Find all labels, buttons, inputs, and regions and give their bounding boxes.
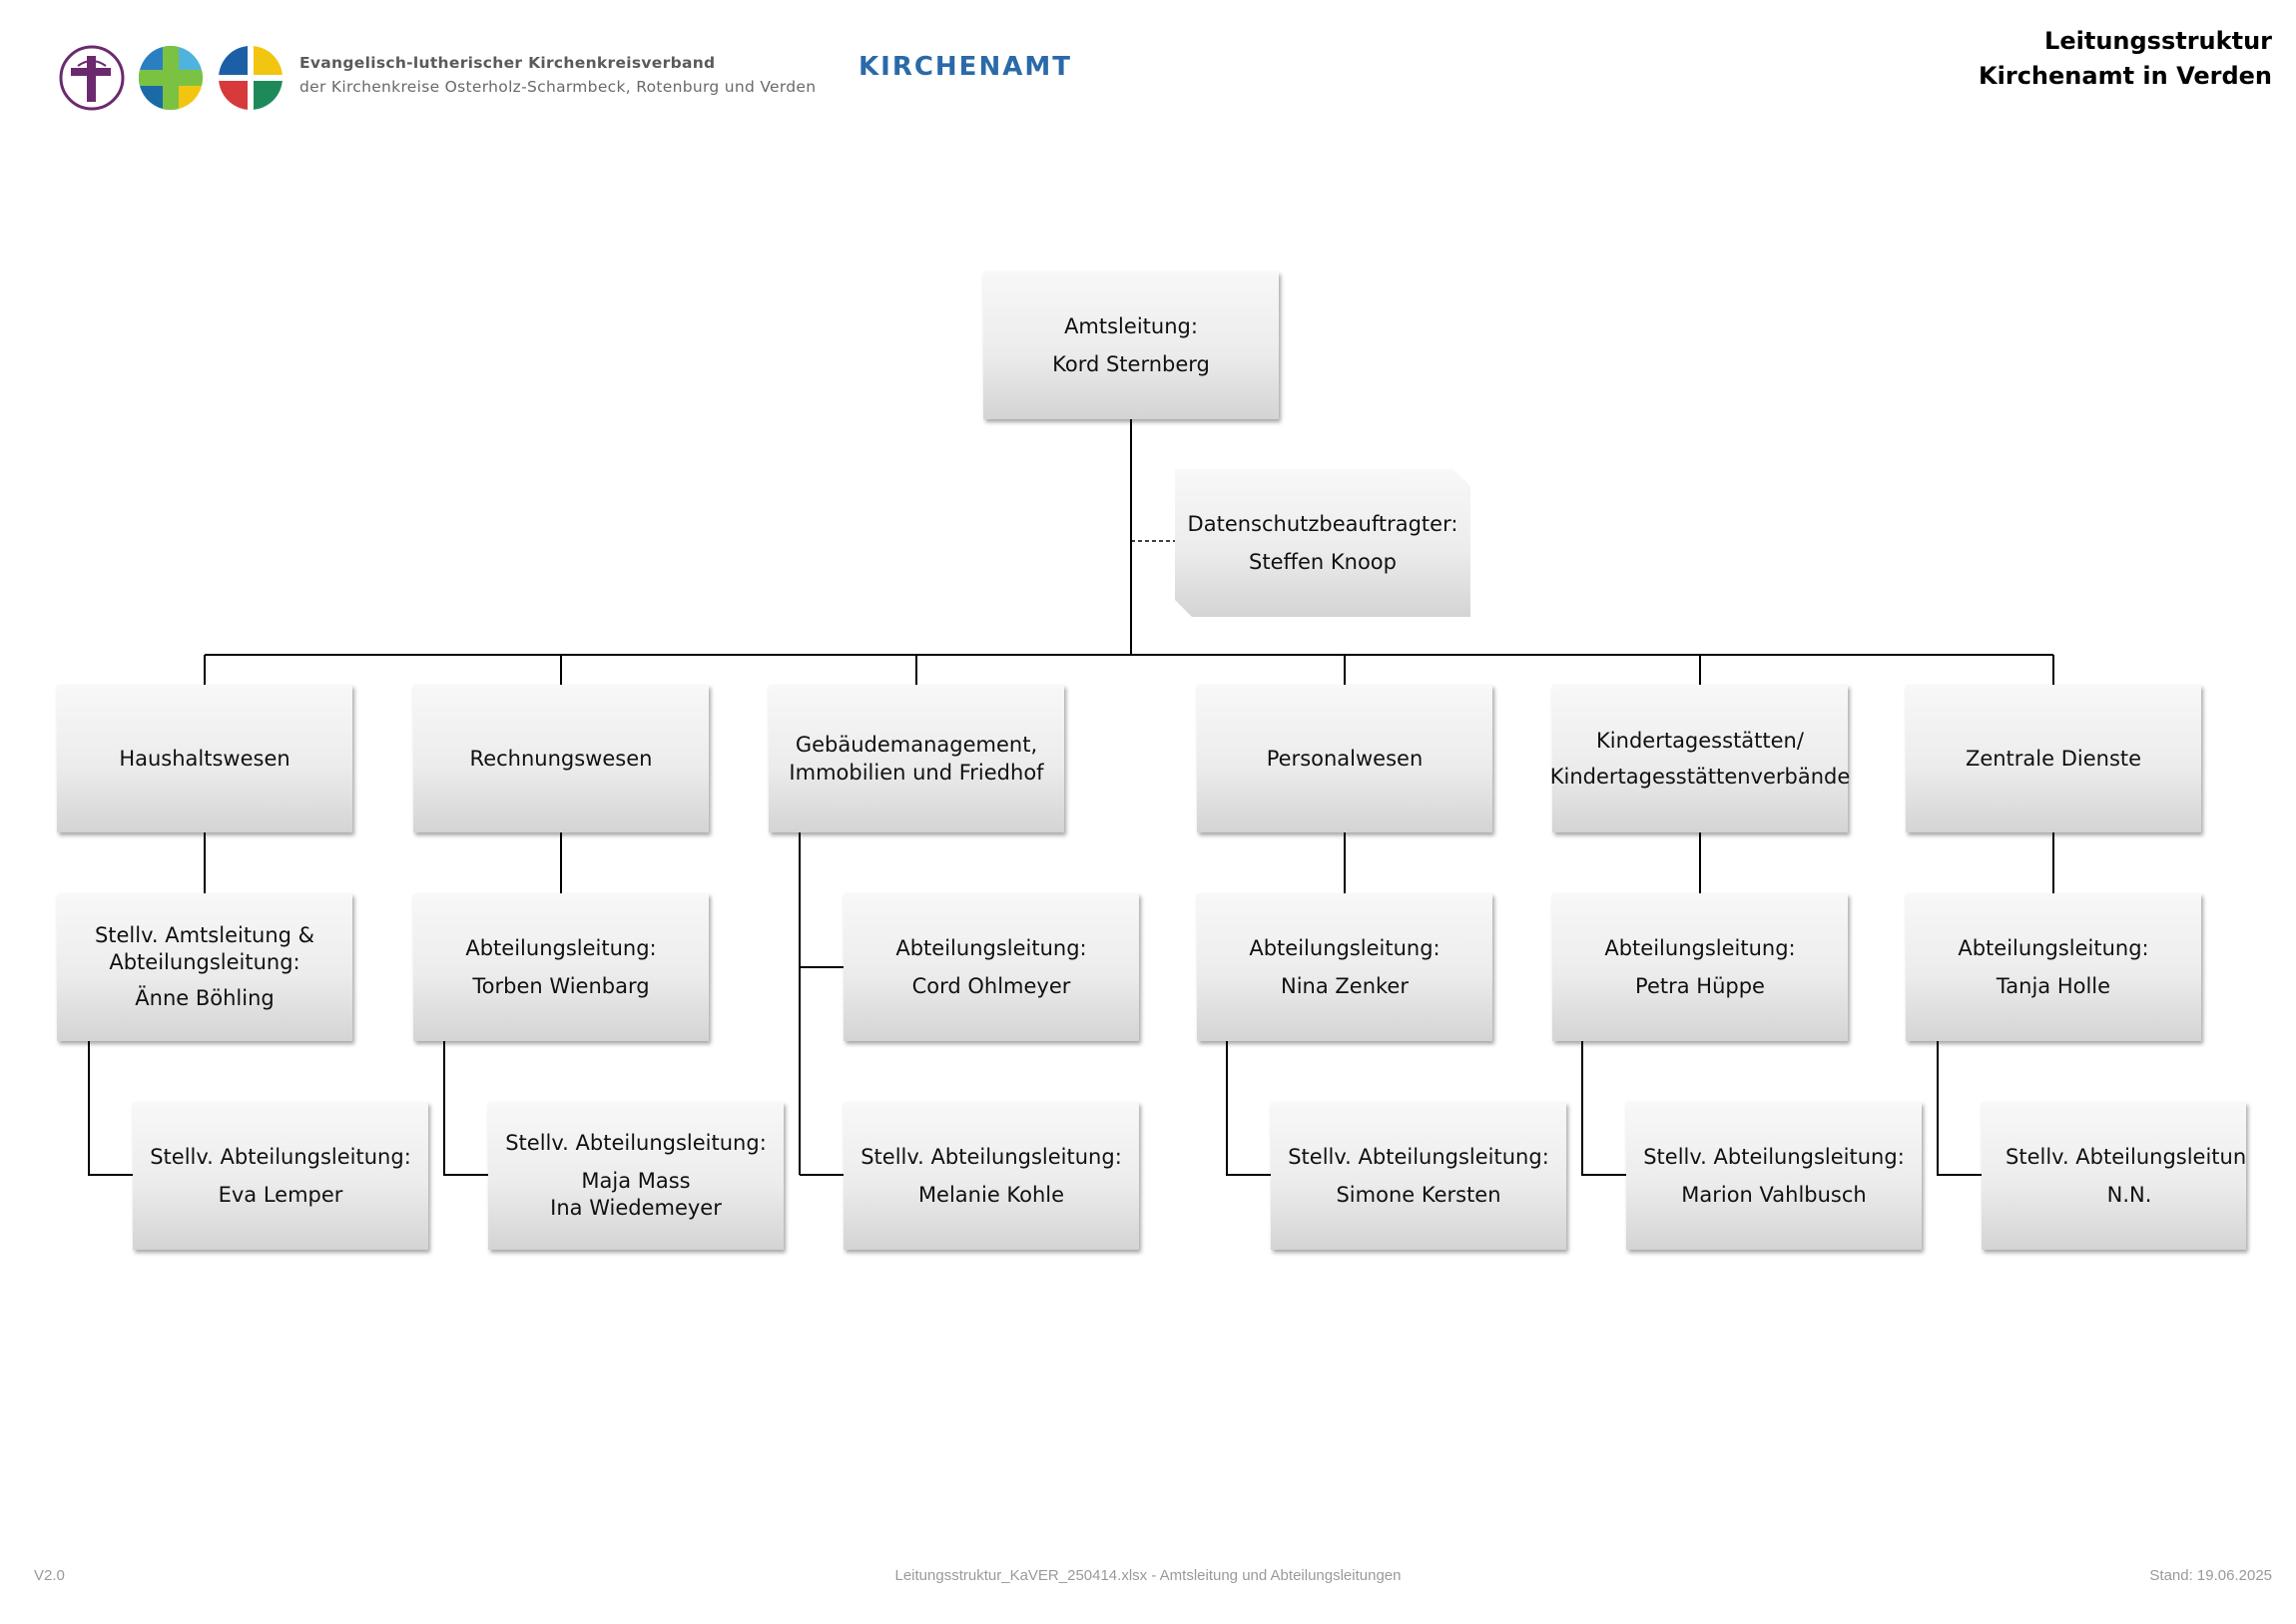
head-label: Abteilungsleitung:: [895, 936, 1087, 960]
deputy-label: Stellv. Abteilungsleitung:: [1643, 1145, 1905, 1169]
org-name-line2: der Kirchenkreise Osterholz-Scharmbeck, …: [299, 78, 817, 96]
staff-label: Datenschutzbeauftragter:: [1187, 512, 1458, 536]
footer-source: Leitungsstruktur_KaVER_250414.xlsx - Amt…: [894, 1567, 1402, 1584]
page-title: Leitungsstruktur Kirchenamt in Verden: [1979, 24, 2272, 94]
dept-title: Haushaltswesen: [119, 747, 290, 771]
deputy-box-kindertagesstaetten: Stellv. Abteilungsleitung: Marion Vahlbu…: [1626, 1102, 1922, 1250]
deputy-label: Stellv. Abteilungsleitung:: [505, 1131, 767, 1155]
root-label: Amtsleitung:: [1064, 314, 1198, 338]
head-name: Torben Wienbarg: [472, 974, 650, 998]
staff-name: Steffen Knoop: [1249, 550, 1397, 574]
head-box-kindertagesstaetten: Abteilungsleitung: Petra Hüppe: [1552, 893, 1848, 1041]
head-label: Abteilungsleitung:: [465, 936, 657, 960]
head-box-gebaeudemanagement: Abteilungsleitung: Cord Ohlmeyer: [844, 893, 1139, 1041]
deputy-name: Marion Vahlbusch: [1681, 1183, 1867, 1207]
root-box-amtsleitung: Amtsleitung: Kord Sternberg: [983, 271, 1279, 419]
deputy-label: Stellv. Abteilungsleitung:: [2006, 1145, 2246, 1169]
head-label: Abteilungsleitung:: [1249, 936, 1440, 960]
head-label-line2: Abteilungsleitung:: [109, 950, 300, 974]
head-name: Nina Zenker: [1281, 974, 1409, 998]
org-name: Evangelisch-lutherischer Kirchenkreisver…: [299, 54, 816, 96]
dept-title-line2: Kindertagesstättenverbände: [1549, 765, 1851, 789]
dept-title-line2: Immobilien und Friedhof: [789, 761, 1044, 785]
head-name: Petra Hüppe: [1635, 974, 1765, 998]
dept-6-deputy-line: [1937, 1041, 1982, 1176]
footer-version: V2.0: [34, 1567, 65, 1584]
dept-2-deputy-line: [443, 1041, 488, 1176]
cross-circle-logo-icon: [59, 45, 125, 111]
deputy-name: N.N.: [2106, 1183, 2152, 1207]
deputy-box-haushaltswesen: Stellv. Abteilungsleitung: Eva Lemper: [133, 1102, 428, 1250]
dept-1-deputy-line: [88, 1041, 133, 1176]
deputy-box-personalwesen: Stellv. Abteilungsleitung: Simone Kerste…: [1271, 1102, 1566, 1250]
dept-title-line1: Gebäudemanagement,: [795, 733, 1038, 757]
deputy-name: Melanie Kohle: [917, 1183, 1065, 1207]
deputy-name-1: Maja Mass: [581, 1169, 691, 1193]
page-title-line2: Kirchenamt in Verden: [1979, 62, 2272, 90]
brand-label: KIRCHENAMT: [859, 52, 1072, 82]
dept-box-gebaeudemanagement: Gebäudemanagement, Immobilien und Friedh…: [769, 685, 1064, 832]
dept-4-deputy-line: [1226, 1041, 1271, 1176]
dept-box-personalwesen: Personalwesen: [1197, 685, 1492, 832]
quadrant-circle-logo-icon: [219, 46, 283, 110]
deputy-label: Stellv. Abteilungsleitung:: [1288, 1145, 1549, 1169]
deputy-label: Stellv. Abteilungsleitung:: [150, 1145, 411, 1169]
dept-box-zentrale-dienste: Zentrale Dienste: [1906, 685, 2201, 832]
dept-title: Personalwesen: [1266, 747, 1424, 771]
deputy-box-rechnungswesen: Stellv. Abteilungsleitung: Maja Mass Ina…: [488, 1102, 784, 1250]
org-name-line1: Evangelisch-lutherischer Kirchenkreisver…: [299, 54, 716, 72]
deputy-name: Simone Kersten: [1336, 1183, 1501, 1207]
deputy-box-zentrale-dienste: Stellv. Abteilungsleitung: N.N.: [1982, 1102, 2246, 1250]
head-label: Abteilungsleitung:: [1958, 936, 2149, 960]
root-name: Kord Sternberg: [1052, 352, 1210, 376]
head-name: Änne Böhling: [135, 986, 275, 1010]
deputy-name: Eva Lemper: [218, 1183, 343, 1207]
head-label: Abteilungsleitung:: [1604, 936, 1796, 960]
page-title-line1: Leitungsstruktur: [2044, 27, 2272, 55]
footer-date: Stand: 19.06.2025: [2149, 1567, 2272, 1584]
head-box-personalwesen: Abteilungsleitung: Nina Zenker: [1197, 893, 1492, 1041]
deputy-box-gebaeudemanagement: Stellv. Abteilungsleitung: Melanie Kohle: [844, 1102, 1139, 1250]
deputy-label: Stellv. Abteilungsleitung:: [861, 1145, 1122, 1169]
dept-title: Rechnungswesen: [469, 747, 653, 771]
deputy-name-2: Ina Wiedemeyer: [550, 1196, 722, 1220]
dept-title-line1: Kindertagesstätten/: [1596, 729, 1804, 753]
dept-box-haushaltswesen: Haushaltswesen: [57, 685, 352, 832]
head-label-line1: Stellv. Amtsleitung &: [94, 923, 315, 947]
head-box-zentrale-dienste: Abteilungsleitung: Tanja Holle: [1906, 893, 2201, 1041]
head-name: Cord Ohlmeyer: [911, 974, 1071, 998]
head-box-rechnungswesen: Abteilungsleitung: Torben Wienbarg: [413, 893, 709, 1041]
staff-box-datenschutz: Datenschutzbeauftragter: Steffen Knoop: [1175, 469, 1470, 617]
head-box-haushaltswesen: Stellv. Amtsleitung & Abteilungsleitung:…: [57, 893, 352, 1041]
dept-box-rechnungswesen: Rechnungswesen: [413, 685, 709, 832]
dept-box-kindertagesstaetten: Kindertagesstätten/ Kindertagesstättenve…: [1549, 685, 1851, 832]
dept-5-deputy-line: [1581, 1041, 1626, 1176]
green-cross-circle-logo-icon: [139, 46, 203, 110]
head-name: Tanja Holle: [1996, 974, 2111, 998]
dept-title: Zentrale Dienste: [1965, 747, 2142, 771]
